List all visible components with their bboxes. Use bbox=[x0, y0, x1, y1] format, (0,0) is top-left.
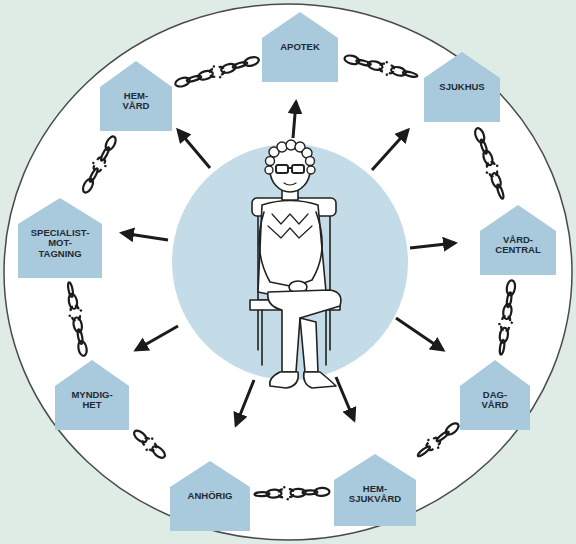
chain-connector bbox=[253, 486, 331, 500]
chain-connector bbox=[132, 428, 167, 459]
house-label: HEM- SJUKVÅRD bbox=[349, 484, 401, 505]
arrows bbox=[122, 102, 455, 425]
house-node: SJUKHUS bbox=[424, 52, 500, 122]
chain-connector bbox=[174, 56, 260, 89]
house-node: SPECIALIST- MOT- TAGNING bbox=[18, 198, 102, 278]
house-node: DAG- VÅRD bbox=[460, 360, 530, 430]
house-label: SJUKHUS bbox=[439, 82, 484, 92]
house-label: SPECIALIST- MOT- TAGNING bbox=[31, 228, 90, 259]
chain-connector bbox=[341, 54, 421, 78]
chain-connector bbox=[498, 278, 516, 357]
house-node: HEM- VÅRD bbox=[100, 61, 172, 131]
center-circle bbox=[172, 144, 408, 380]
chain-connector bbox=[67, 281, 88, 357]
house-label: VÅRD- CENTRAL bbox=[495, 235, 540, 256]
chain-connector bbox=[417, 421, 461, 457]
elderly-person bbox=[250, 140, 341, 388]
house-node: APOTEK bbox=[262, 12, 338, 82]
house-node: VÅRD- CENTRAL bbox=[480, 205, 556, 275]
house-label: ANHÖRIG bbox=[188, 491, 233, 501]
chain-connector bbox=[81, 134, 118, 195]
house-label: MYNDIG- HET bbox=[71, 390, 112, 411]
outer-circle bbox=[4, 4, 572, 540]
house-label: DAG- VÅRD bbox=[482, 390, 509, 411]
house-label: APOTEK bbox=[280, 42, 320, 52]
house-node: MYNDIG- HET bbox=[55, 360, 129, 430]
house-label: HEM- VÅRD bbox=[123, 91, 150, 112]
house-node: ANHÖRIG bbox=[170, 461, 250, 531]
chain-connector bbox=[473, 125, 504, 202]
house-node: HEM- SJUKVÅRD bbox=[334, 454, 416, 526]
